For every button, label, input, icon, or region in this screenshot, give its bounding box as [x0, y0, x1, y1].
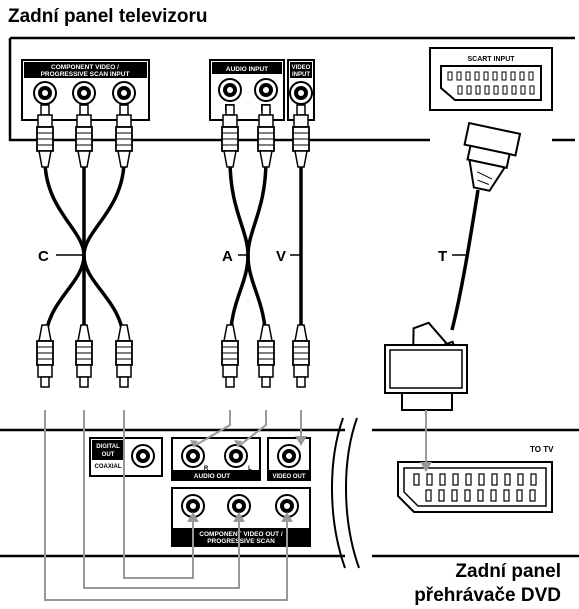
dvd-audio-out-label: AUDIO OUT — [194, 473, 231, 480]
dvd-digital-out-label-2: OUT — [102, 452, 115, 458]
cable-a-audio — [228, 159, 268, 346]
dvd-back-panel-title: Zadní panel přehrávače DVD — [414, 560, 561, 608]
dvd-coaxial-jack[interactable] — [131, 444, 155, 468]
plug-a-l-bottom — [257, 324, 275, 388]
cable-t-label: T — [438, 248, 447, 265]
dvd-to-tv-label: TO TV — [530, 445, 554, 454]
tv-component-label-2: PROGRESSIVE SCAN INPUT — [41, 71, 130, 78]
dvd-digital-out-label-1: DIGITAL — [96, 444, 120, 450]
plug-c-pr-bottom — [36, 324, 54, 388]
dvd-component-out-label-1: COMPONENT VIDEO OUT / — [199, 531, 283, 538]
dvd-audio-l-label: L — [248, 466, 252, 472]
dvd-title-line-1: Zadní panel — [455, 561, 561, 582]
connection-arrowheads — [187, 436, 432, 522]
plug-a-r-bottom — [221, 324, 239, 388]
dvd-scart-socket[interactable] — [397, 461, 553, 513]
plug-c-pr-top — [36, 104, 54, 168]
tv-scart-input-label: SCART INPUT — [467, 56, 515, 63]
tv-back-panel-title: Zadní panel televizoru — [8, 6, 208, 27]
plug-v-top — [292, 104, 310, 168]
plug-c-y-top — [115, 104, 133, 168]
cable-c-label: C — [38, 248, 49, 265]
tv-jack-y[interactable] — [112, 81, 136, 105]
dvd-component-out-label-2: PROGRESSIVE SCAN — [207, 538, 275, 545]
tv-jack-pb[interactable] — [72, 81, 96, 105]
plug-c-pb-top — [75, 104, 93, 168]
dvd-audio-out-l[interactable] — [224, 444, 248, 468]
dvd-back-panel: DIGITAL OUT COAXIAL AUDIO OUT R L VIDEO … — [0, 417, 579, 569]
tv-scart-socket[interactable] — [440, 65, 542, 101]
cable-a-label: A — [222, 248, 233, 265]
tv-audio-input-label: AUDIO INPUT — [226, 66, 268, 73]
dvd-video-out-label: VIDEO OUT — [272, 474, 305, 480]
cable-c-component — [43, 159, 126, 346]
plug-v-bottom — [292, 324, 310, 388]
dvd-title-line-2: přehrávače DVD — [414, 585, 561, 606]
tv-video-input-label-2: INPUT — [292, 72, 310, 78]
tv-back-panel: COMPONENT VIDEO / PROGRESSIVE SCAN INPUT… — [8, 36, 575, 142]
tv-audio-jack-r[interactable] — [218, 78, 242, 102]
tv-video-jack[interactable] — [289, 81, 313, 105]
dvd-video-out-jack[interactable] — [277, 444, 301, 468]
tv-audio-jack-l[interactable] — [254, 78, 278, 102]
cable-v-label: V — [276, 248, 286, 265]
plug-a-r-top — [221, 104, 239, 168]
plug-c-y-bottom — [115, 324, 133, 388]
connection-guide-lines — [44, 410, 427, 601]
tv-video-input-label-1: VIDEO — [292, 65, 311, 71]
dvd-coaxial-label: COAXIAL — [95, 464, 122, 470]
dvd-audio-r-label: R — [204, 466, 209, 472]
dvd-audio-out-r[interactable] — [181, 444, 205, 468]
cable-t-scart — [384, 121, 522, 411]
plug-a-l-top — [257, 104, 275, 168]
tv-jack-pr[interactable] — [33, 81, 57, 105]
plug-c-pb-bottom — [75, 324, 93, 388]
tv-component-label-1: COMPONENT VIDEO / — [51, 64, 119, 71]
